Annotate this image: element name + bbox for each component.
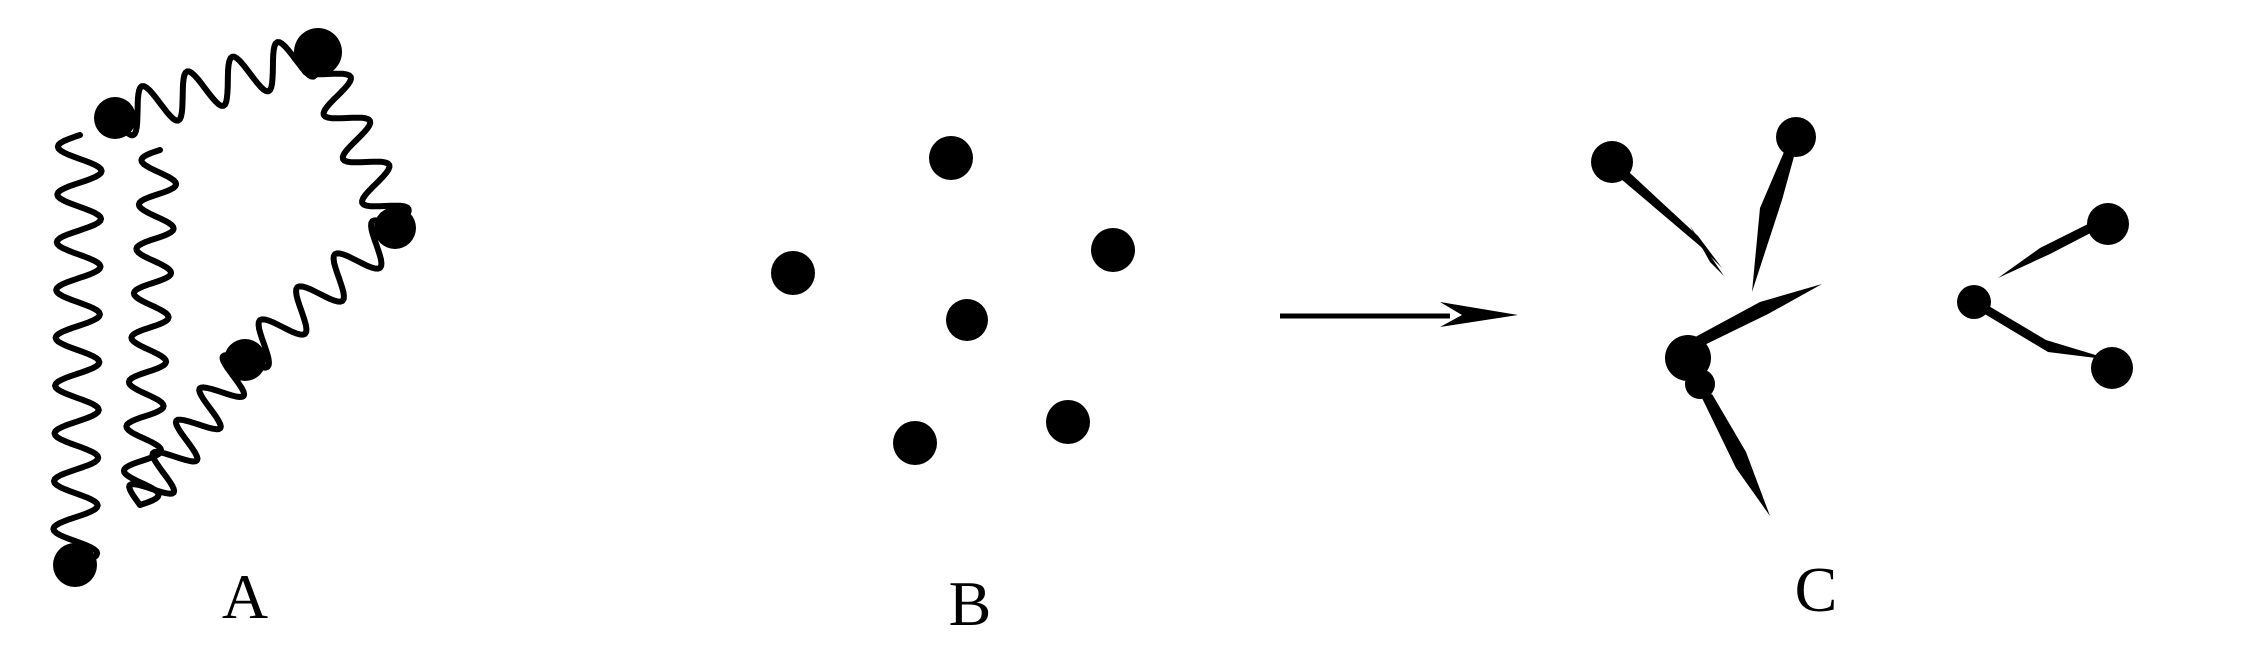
vector-arrow (1702, 394, 1770, 516)
isolated-bead (893, 421, 937, 465)
panel-b-dots (771, 136, 1135, 465)
vector-arrow (1686, 284, 1822, 352)
isolated-bead (946, 299, 988, 341)
chain-beads (53, 28, 416, 587)
chain-bead (53, 543, 97, 587)
vector-bead (1957, 285, 1991, 319)
vector-arrows (1608, 138, 2112, 516)
isolated-bead (1046, 400, 1090, 444)
chain-bead (294, 28, 342, 76)
vector-beads (1591, 117, 2133, 399)
isolated-bead (929, 136, 973, 180)
transition-arrow (1280, 302, 1518, 327)
chain-bead (374, 207, 416, 249)
panel-label-b: B (948, 568, 992, 639)
panel-label-c: C (1794, 554, 1838, 625)
chain-strands (50, 39, 412, 568)
vector-bead (1685, 369, 1715, 399)
vector-arrow (1608, 160, 1722, 268)
panel-c-vectors (1591, 117, 2133, 516)
vector-bead (2087, 203, 2129, 245)
isolated-bead (1091, 228, 1135, 272)
panel-label-a: A (221, 561, 269, 632)
vector-bead (1591, 141, 1633, 183)
panel-a-chain (50, 28, 416, 587)
vector-bead (1776, 117, 1816, 157)
vector-arrow (1690, 226, 1724, 276)
vector-arrow (1752, 138, 1798, 292)
chain-bead (94, 97, 136, 139)
vector-bead (2091, 347, 2133, 389)
vector-arrow (1998, 218, 2104, 278)
isolated-bead (771, 251, 815, 295)
chain-bead (224, 339, 266, 381)
vector-arrow (1978, 302, 2112, 360)
